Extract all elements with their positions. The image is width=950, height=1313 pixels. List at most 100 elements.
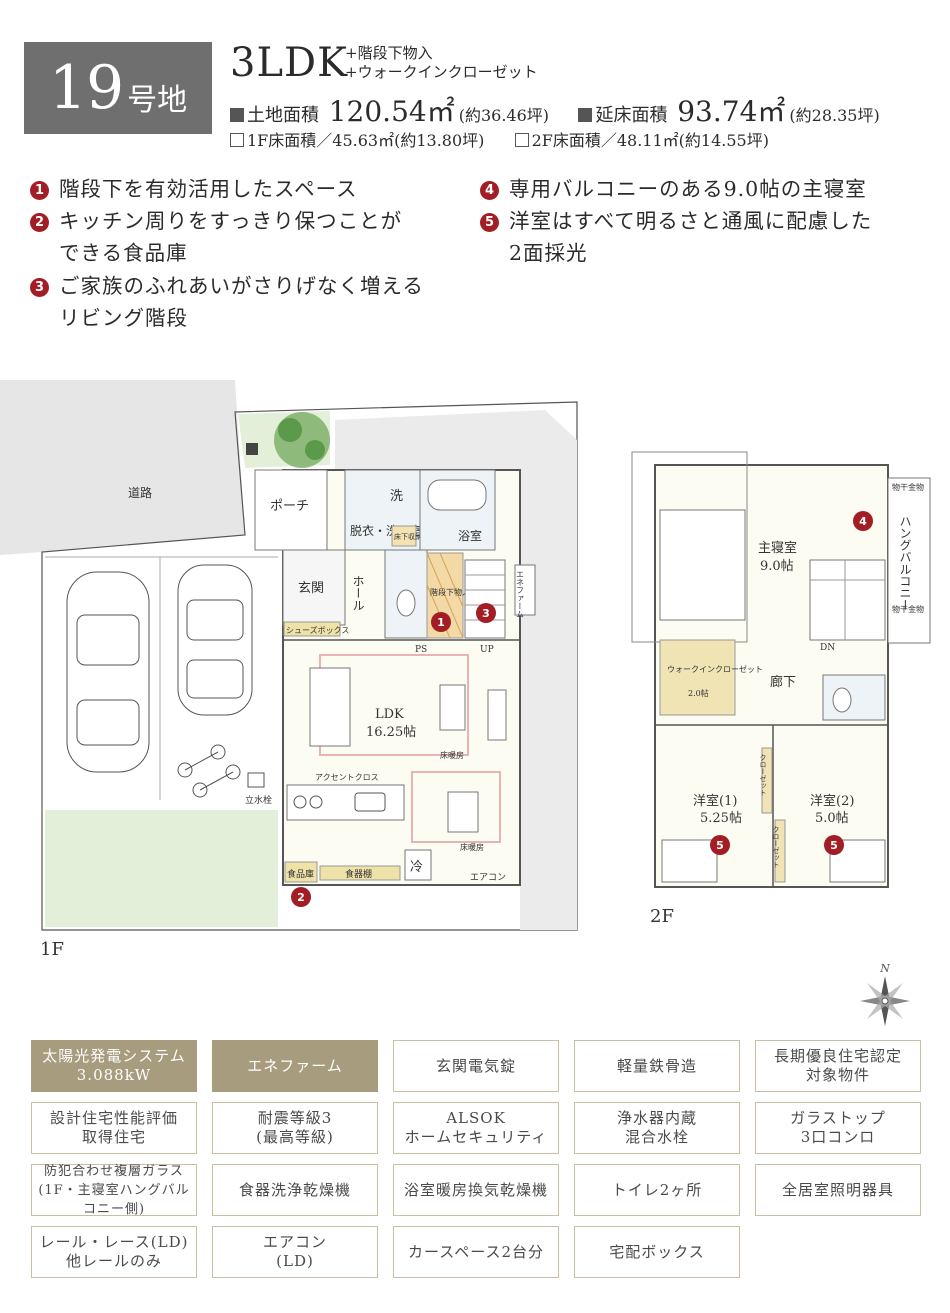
pantry <box>284 861 318 883</box>
amenity-label: エネファーム <box>247 1056 343 1075</box>
wash-mark: 洗 <box>390 489 403 504</box>
feature-text-cont: できる食品庫 <box>59 241 188 265</box>
amenity-label: 設計住宅性能評価 取得住宅 <box>49 1109 178 1146</box>
amenity-label: 長期優良住宅認定 対象物件 <box>773 1047 902 1084</box>
square-icon <box>230 108 244 122</box>
room1-label: 洋室(1) <box>693 793 737 809</box>
dn-label: DN <box>820 643 835 653</box>
land-area-note: (約36.46坪) <box>458 106 550 125</box>
corridor-label: 廊下 <box>770 674 796 690</box>
hatch-line <box>439 552 464 608</box>
bed-icon <box>659 509 746 621</box>
entrance-label: 玄関 <box>298 581 324 596</box>
feature-text: 階段下を有効活用したスペース <box>59 177 358 201</box>
amenity-tile: 耐震等級3 (最高等級) <box>212 1102 378 1154</box>
bed-icon <box>661 839 718 883</box>
hang-balcony-label: ハングバルコニー <box>898 515 912 611</box>
floor-area-value: 93.74㎡ <box>677 95 786 128</box>
feature-marker: 1 <box>30 181 49 200</box>
road-label: 道路 <box>128 485 152 500</box>
toilet-room-2f <box>822 674 886 721</box>
ldk-size: 16.25帖 <box>366 725 416 740</box>
room2-size: 5.0帖 <box>815 811 849 826</box>
feature-marker: 3 <box>30 278 49 297</box>
underfloor-label: 床下収納 <box>394 532 422 541</box>
lot-number: 19 <box>48 53 124 123</box>
svg-text:4: 4 <box>859 515 867 528</box>
land-area-label: 土地面積 <box>247 105 319 126</box>
hatch-line <box>426 552 464 639</box>
marker-1: 1 <box>431 612 451 632</box>
amenity-tile: 食器洗浄乾燥機 <box>212 1164 378 1216</box>
pantry-label: 食品庫 <box>287 868 314 880</box>
marker-4: 4 <box>853 511 873 531</box>
svg-text:5: 5 <box>716 839 724 852</box>
feature-marker: 5 <box>480 213 499 232</box>
porch <box>254 469 328 551</box>
svg-text:2: 2 <box>297 891 305 904</box>
floor-heating-label: 床暖房 <box>440 750 464 760</box>
stairs-2f <box>809 559 886 641</box>
amenity-label: ALSOK ホームセキュリティ <box>404 1109 548 1146</box>
amenity-tile: エネファーム <box>212 1040 378 1092</box>
toilet-icon <box>832 687 852 713</box>
marker-2: 2 <box>291 887 311 907</box>
amenity-label: 耐震等級3 (最高等級) <box>256 1109 334 1146</box>
lot-number-badge: 19 号地 <box>24 42 212 134</box>
svg-text:3: 3 <box>482 607 490 620</box>
amenity-label: エアコン (LD) <box>262 1233 327 1270</box>
lot-boundary <box>41 401 578 931</box>
water-tap-label: 立水栓 <box>245 794 272 806</box>
amenity-label: 太陽光発電システム 3.088kW <box>42 1047 186 1084</box>
floor-heating-area <box>411 771 501 843</box>
amenity-label: トイレ2ヶ所 <box>611 1180 703 1199</box>
up-label: UP <box>480 645 494 655</box>
stairs <box>464 559 506 639</box>
amenity-tile: レール・レース(LD) 他レールのみ <box>31 1226 197 1278</box>
bath-label: 浴室 <box>458 528 482 543</box>
feature-text-cont: リビング階段 <box>59 306 188 330</box>
feature-1: 1 階段下を有効活用したスペース <box>30 173 358 205</box>
stove-icon <box>309 795 323 809</box>
area-row-main: 土地面積 120.54㎡(約36.46坪) 延床面積 93.74㎡(約28.35… <box>230 90 880 130</box>
amenity-label: 浄水器内蔵 混合水栓 <box>616 1109 697 1146</box>
sink-icon <box>354 792 386 812</box>
entrance <box>282 549 346 626</box>
floor1-area: 1F床面積／45.63㎡(約13.80坪) <box>247 131 485 150</box>
feature-text: 洋室はすべて明るさと通風に配慮した <box>509 209 873 233</box>
gravel-area <box>335 410 577 930</box>
master-label: 主寝室 <box>758 540 797 556</box>
layout-extras: +階段下物入 +ウォークインクローゼット <box>345 44 538 82</box>
mailbox-icon <box>246 443 258 455</box>
compass-icon: N <box>860 962 910 1026</box>
floor-area-label: 延床面積 <box>595 105 668 126</box>
fridge-label: 冷 <box>410 860 423 875</box>
floor-2f-label: 2F <box>650 906 674 927</box>
accent-cross-label: アクセントクロス <box>315 773 379 782</box>
table-icon <box>439 684 466 731</box>
extra-item: +ウォークインクローゼット <box>345 63 538 81</box>
floor-area-note: (約28.35坪) <box>789 106 880 125</box>
bathtub-icon <box>427 479 487 511</box>
amenity-tile: トイレ2ヶ所 <box>574 1164 740 1216</box>
understair-label: 階段下物入 <box>430 587 470 597</box>
amenity-label: 全居室照明器具 <box>781 1180 894 1199</box>
feature-text-cont: 2面採光 <box>509 241 588 265</box>
walkin-closet <box>659 639 736 716</box>
amenity-tile: 軽量鉄骨造 <box>574 1040 740 1092</box>
amenity-tile: ALSOK ホームセキュリティ <box>393 1102 559 1154</box>
feature-marker: 2 <box>30 213 49 232</box>
lot-unit: 号地 <box>127 83 188 118</box>
kitchen-counter <box>286 784 405 821</box>
ps-label: PS <box>415 645 427 655</box>
enefarm-unit <box>514 564 536 616</box>
road-area <box>0 380 245 555</box>
toilet-icon <box>396 589 416 617</box>
closet1-label: クローゼット <box>759 754 767 796</box>
room2-label: 洋室(2) <box>810 793 854 809</box>
amenity-label: ガラストップ 3口コンロ <box>790 1109 886 1146</box>
bicycle-icon <box>177 744 241 798</box>
porch-label: ポーチ <box>270 499 309 514</box>
floor-heating-label-2: 床暖房 <box>460 842 484 852</box>
